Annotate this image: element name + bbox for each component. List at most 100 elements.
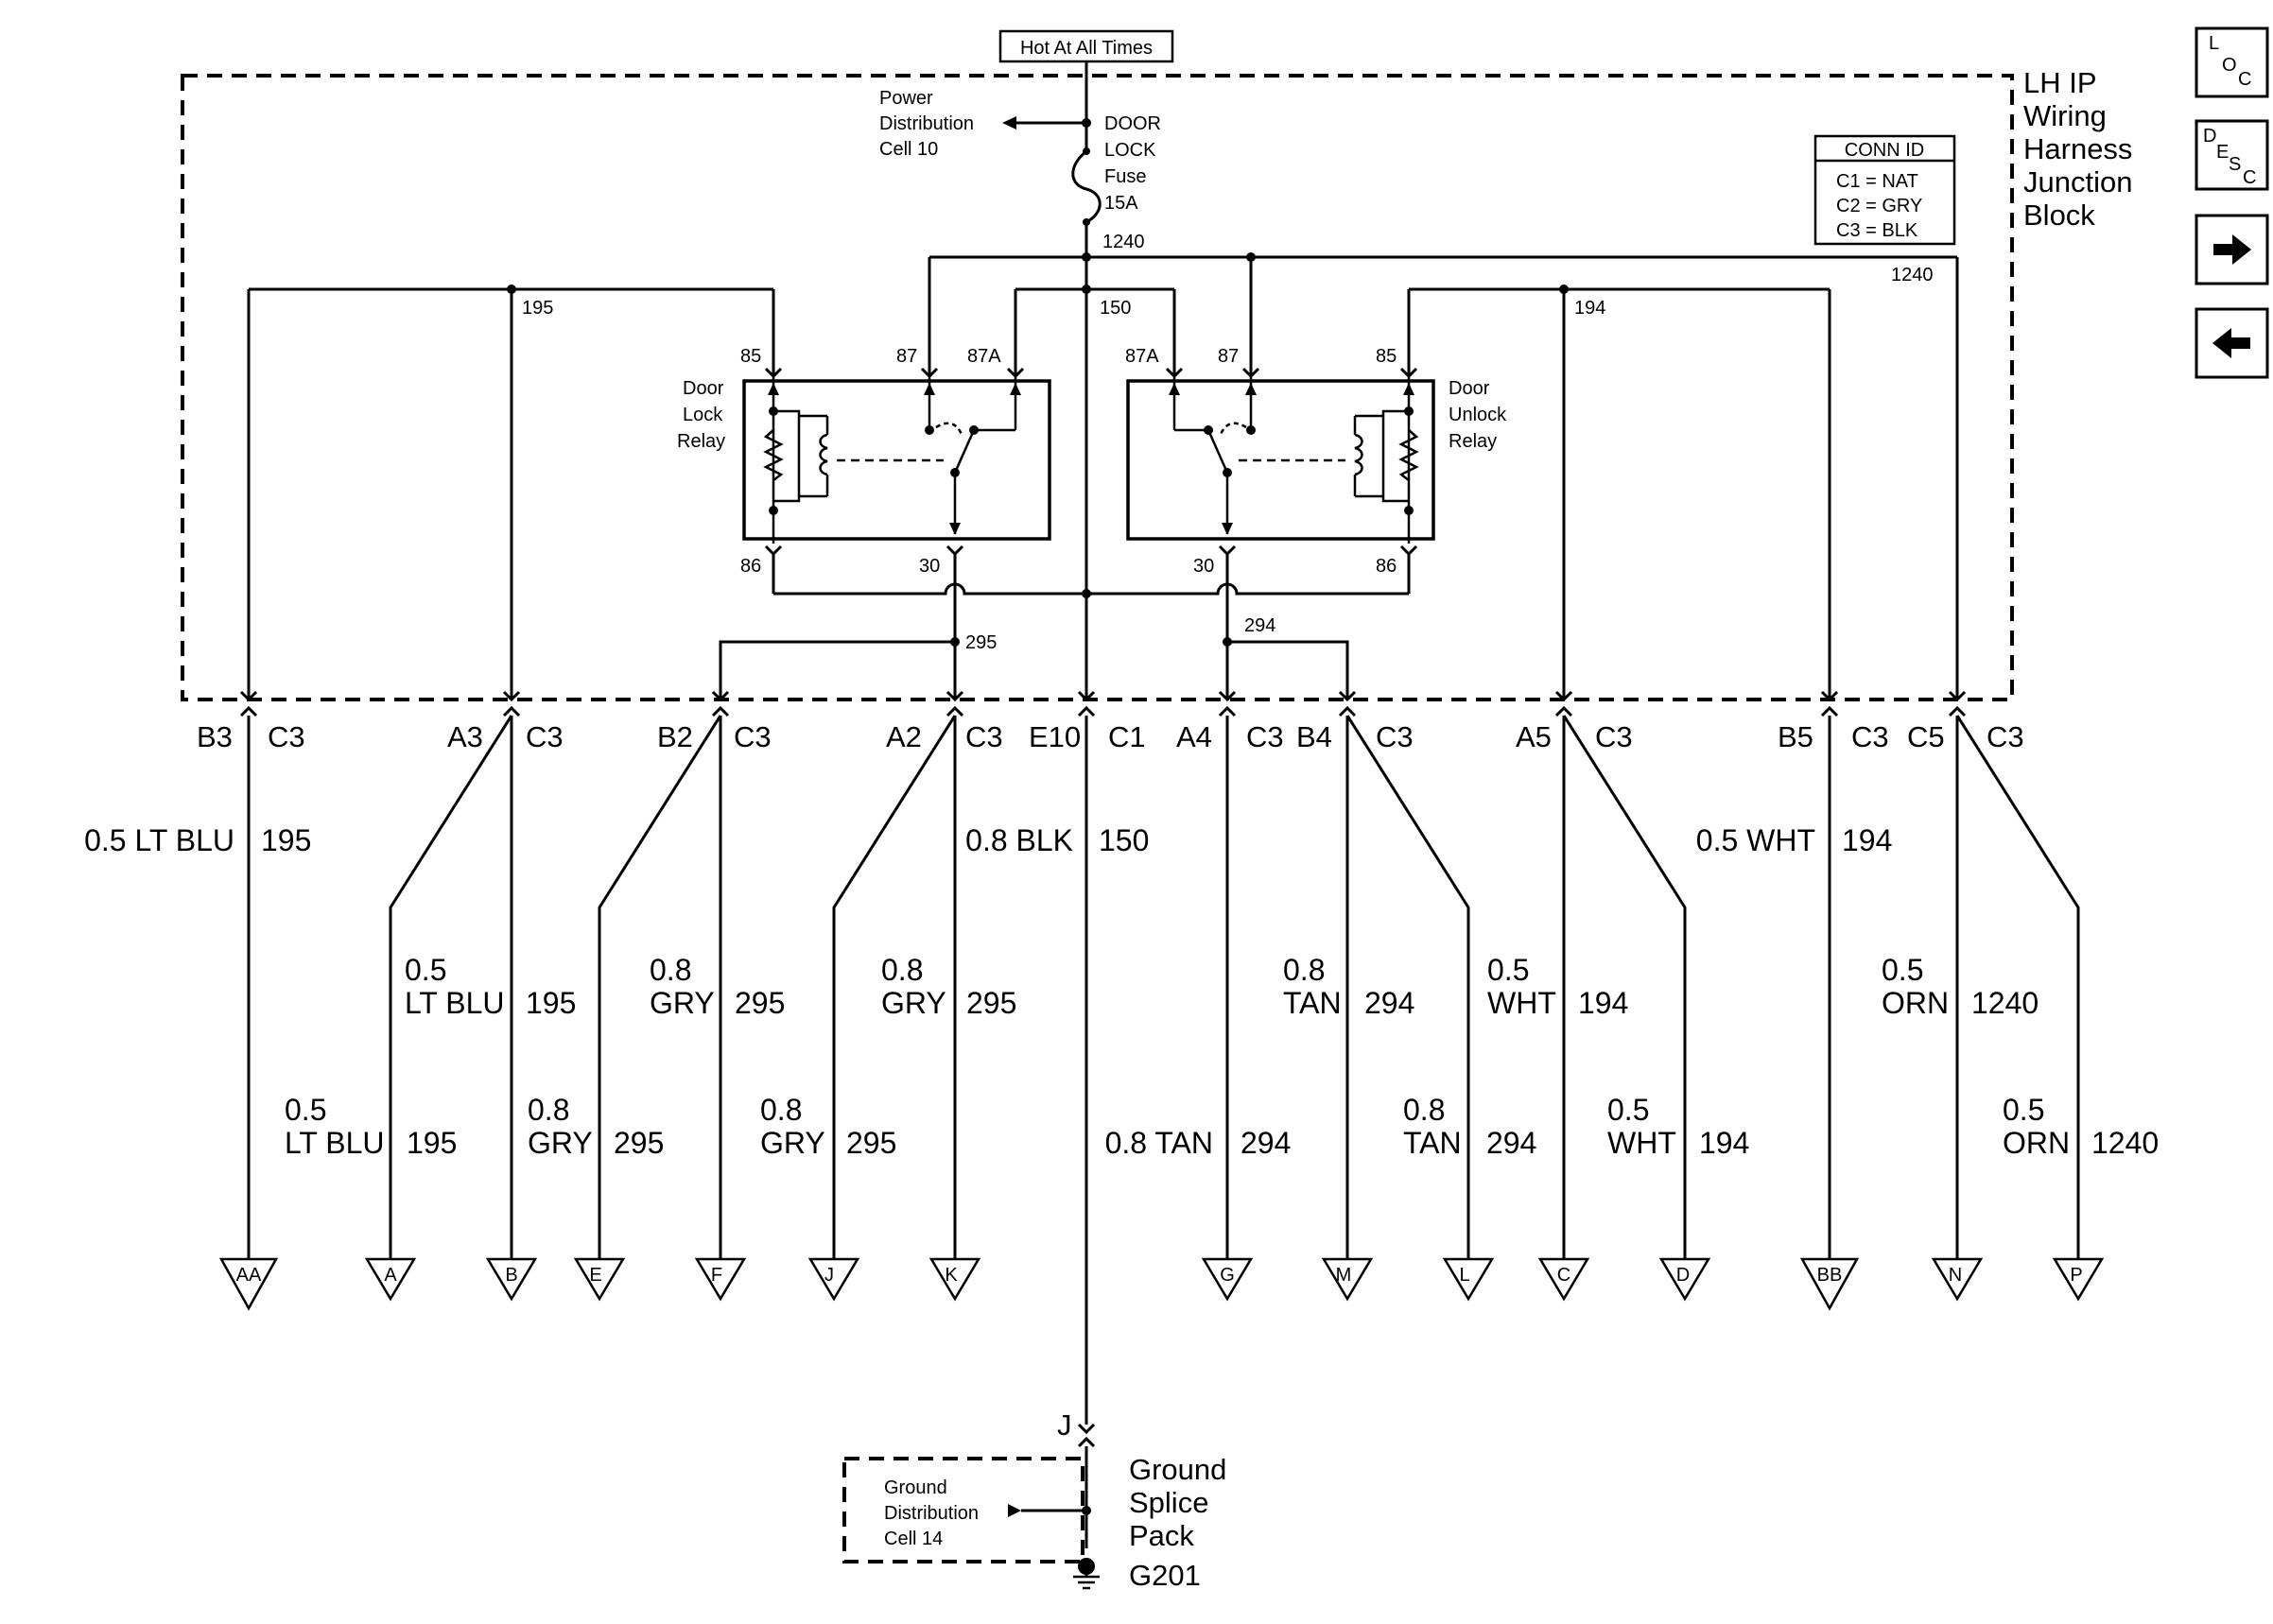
terminal-f: F [694,1257,747,1302]
terminal-aa: AA [218,1257,279,1311]
svg-text:C3: C3 [734,720,772,753]
loc-button[interactable]: L O C [2195,26,2269,98]
svg-text:C3: C3 [268,720,305,753]
conn-id-table: CONN ID C1 = NAT C2 = GRY C3 = BLK [1813,134,1956,246]
svg-text:0.5 WHT: 0.5 WHT [1696,823,1815,857]
svg-text:C2 = GRY: C2 = GRY [1836,196,1922,216]
svg-text:0.8 TAN: 0.8 TAN [1105,1126,1213,1160]
wire-label-d: 0.5 WHT 194 [1607,1093,1749,1160]
svg-text:C3: C3 [1246,720,1284,753]
svg-text:C5: C5 [1907,720,1945,753]
circuit-195-label: 195 [522,298,553,319]
terminal-e: E [573,1257,626,1302]
forward-button[interactable] [2195,214,2269,285]
connector-b3: B3 C3 [197,720,305,753]
svg-text:195: 195 [526,986,576,1020]
svg-text:B5: B5 [1778,720,1813,753]
svg-text:B: B [505,1265,517,1286]
svg-text:294: 294 [1486,1126,1536,1160]
svg-text:Wiring: Wiring [2023,99,2107,132]
svg-text:A: A [384,1265,397,1286]
circuit-150-label: 150 [1100,298,1131,319]
connector-e10: E10 C1 [1029,720,1146,753]
connector-c5: C5 C3 [1907,720,2024,753]
svg-text:Distribution: Distribution [879,113,974,134]
terminal-p: P [2052,1257,2105,1302]
back-button[interactable] [2195,307,2269,379]
harness-wires [247,715,2080,1425]
wire-label-b: 0.5 LT BLU 195 [285,1093,457,1160]
connector-row: B3 C3 A3 C3 B2 C3 A2 C3 E10 C1 A4 C3 B4 … [197,720,2024,753]
svg-text:294: 294 [1241,1126,1291,1160]
svg-text:WHT: WHT [1487,986,1556,1020]
terminal-a: A [364,1257,417,1302]
connector-b2: B2 C3 [657,720,772,753]
svg-text:L: L [2209,33,2219,54]
svg-text:294: 294 [1364,986,1414,1020]
ground-id: G201 [1129,1559,1201,1592]
svg-text:295: 295 [614,1126,664,1160]
svg-text:194: 194 [1578,986,1628,1020]
terminal-b: B [485,1257,538,1302]
svg-text:B2: B2 [657,720,693,753]
svg-text:Relay: Relay [677,431,725,452]
svg-text:LT BLU: LT BLU [405,986,505,1020]
svg-text:LT BLU: LT BLU [285,1126,385,1160]
svg-text:295: 295 [735,986,785,1020]
svg-text:15A: 15A [1104,193,1138,214]
svg-text:A4: A4 [1176,720,1212,753]
svg-text:GRY: GRY [650,986,715,1020]
svg-text:F: F [711,1265,722,1286]
svg-text:B3: B3 [197,720,233,753]
svg-text:Relay: Relay [1449,431,1497,452]
wire-label-e: 0.8 GRY 295 [528,1093,664,1160]
svg-text:A3: A3 [447,720,483,753]
wire-label-m: 0.8 TAN 294 [1283,953,1414,1020]
connector-a3: A3 C3 [447,720,564,753]
svg-text:195: 195 [407,1126,457,1160]
svg-text:0.5: 0.5 [2003,1093,2044,1127]
svg-text:C3: C3 [1987,720,2024,753]
svg-text:E: E [589,1265,601,1286]
unlock-relay-pin-87: 87 [1218,346,1239,367]
svg-text:C3: C3 [1851,720,1889,753]
wire-label-b5: 0.5 WHT 194 [1696,823,1893,857]
svg-text:O: O [2222,55,2237,76]
wire-label-g: 0.8 TAN 294 [1105,1126,1292,1160]
svg-text:0.5 LT BLU: 0.5 LT BLU [84,823,234,857]
connector-a5: A5 C3 [1516,720,1633,753]
svg-text:CONN ID: CONN ID [1845,140,1924,161]
desc-button[interactable]: D E S C [2195,119,2269,191]
svg-text:DOOR: DOOR [1104,113,1161,134]
terminal-j: J [807,1257,860,1302]
wire-label-l: 0.8 TAN 294 [1403,1093,1536,1160]
svg-text:0.5: 0.5 [1607,1093,1649,1127]
terminal-m: M [1321,1257,1374,1302]
svg-text:ORN: ORN [2003,1126,2070,1160]
svg-text:194: 194 [1699,1126,1749,1160]
wire-label-a: 0.5 LT BLU 195 [405,953,576,1020]
power-source-label: Hot At All Times [1020,38,1153,59]
lock-relay-pin-85: 85 [740,346,761,367]
svg-text:295: 295 [846,1126,896,1160]
svg-text:GRY: GRY [881,986,946,1020]
door-unlock-relay: Door Unlock Relay [1126,376,1507,544]
connector-a4: A4 C3 [1176,720,1284,753]
svg-text:ORN: ORN [1882,986,1949,1020]
svg-text:C3: C3 [965,720,1003,753]
svg-text:D: D [2203,126,2216,147]
wire-label-b3: 0.5 LT BLU 195 [84,823,311,857]
svg-text:LH IP: LH IP [2023,66,2097,99]
svg-text:C1: C1 [1108,720,1146,753]
svg-text:Splice: Splice [1129,1486,1208,1519]
svg-text:1240: 1240 [2091,1126,2159,1160]
svg-text:C: C [1557,1265,1570,1286]
svg-text:Cell 14: Cell 14 [884,1529,943,1549]
svg-text:E: E [2216,142,2229,163]
lock-relay-pin-87a: 87A [967,346,1001,367]
lock-relay-pin-86: 86 [740,556,761,577]
svg-text:D: D [1676,1265,1690,1286]
svg-text:Power: Power [879,88,933,109]
ground-splice-pack: J Ground Splice Pack Ground Distribution… [842,1408,1226,1592]
